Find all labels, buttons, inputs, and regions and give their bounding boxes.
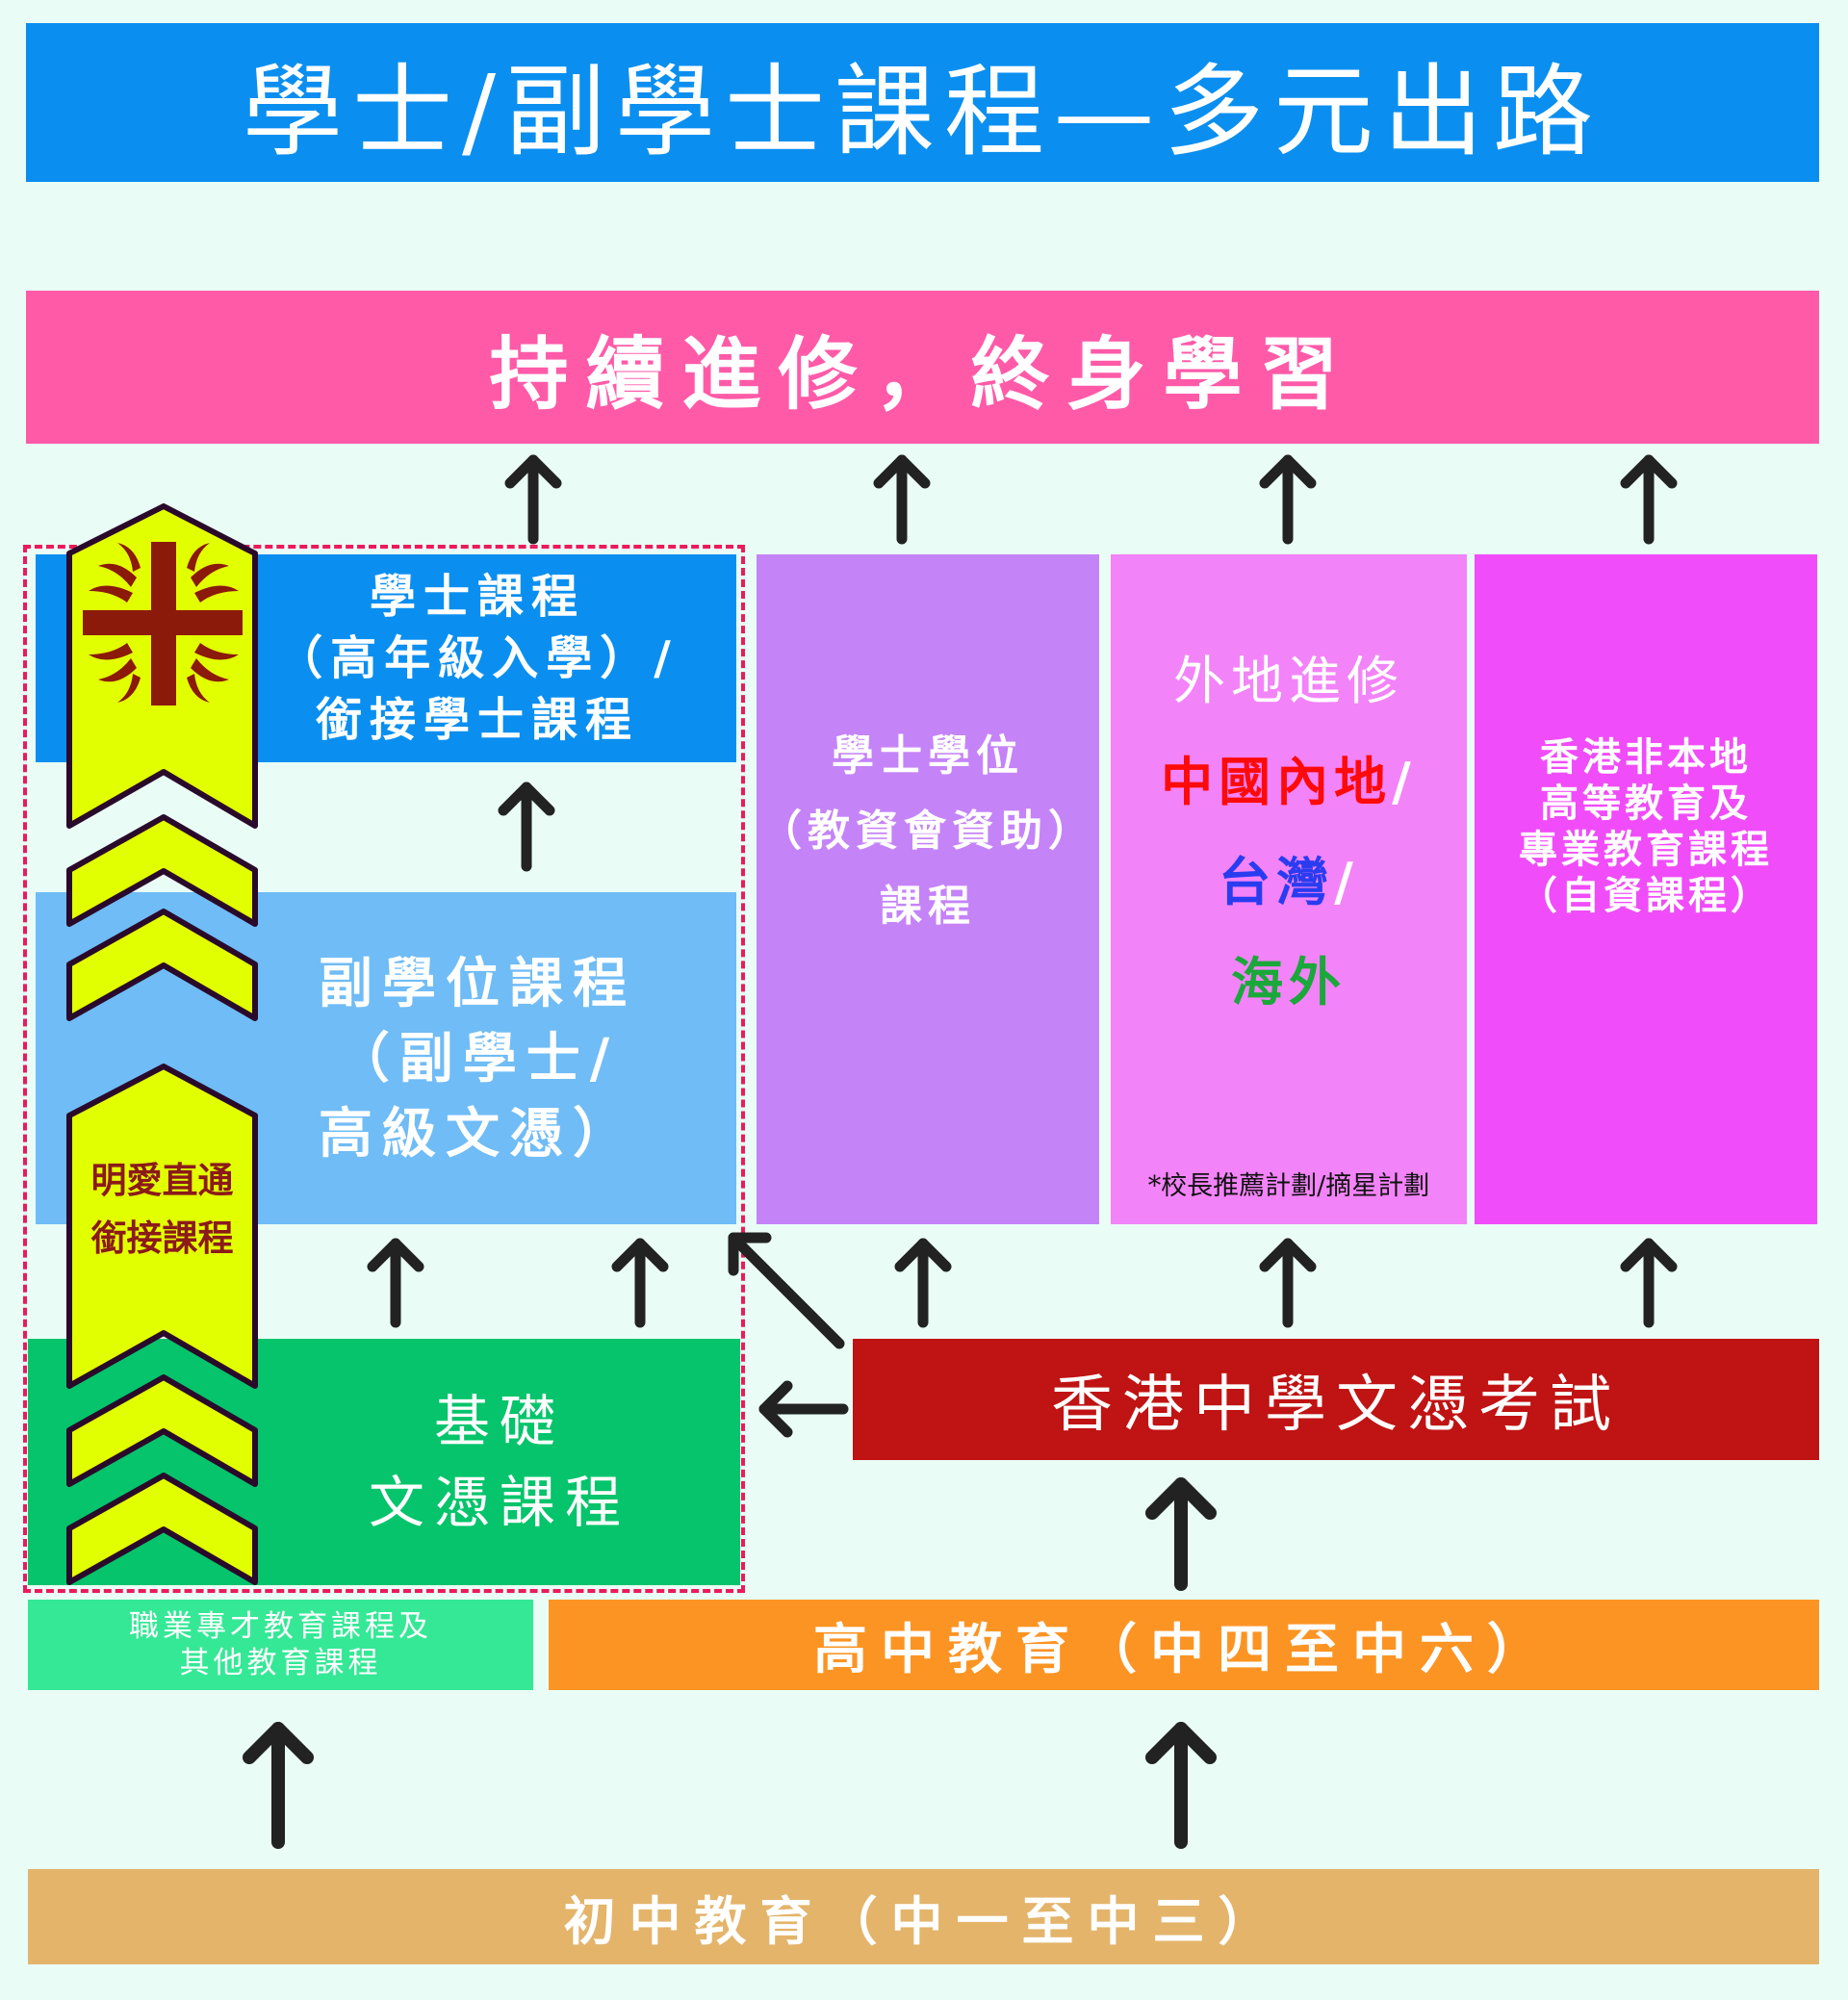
vocational-line: 職業專才教育課程及 [129, 1609, 432, 1644]
arrow-up-icon [1620, 454, 1678, 545]
page-title: 學士/副學士課程—多元出路 [26, 23, 1819, 182]
funded-line: 課程 [880, 882, 976, 931]
arrow-up-icon [894, 1238, 952, 1328]
abroad-label: 海外 [1231, 951, 1347, 1013]
nonlocal-line: 專業教育課程 [1519, 827, 1773, 872]
arrow-up-icon [243, 1722, 314, 1849]
junior-secondary-box: 初中教育（中一至中三） [28, 1869, 1819, 1964]
arrow-up-icon [611, 1238, 669, 1328]
foundation-line: 文憑課程 [368, 1470, 630, 1535]
caritas-pathway-dashed-frame [23, 545, 745, 1593]
study-outside-hk-box: 外地進修 中國內地/ 台灣/ 海外 *校長推薦計劃/摘星計劃 [1111, 554, 1467, 1224]
junior-text: 初中教育（中一至中三） [563, 1890, 1284, 1952]
pathway-arrow-bottom-shape [66, 1064, 258, 1389]
caritas-bridge-label: 明愛直通 [90, 1160, 234, 1201]
nonlocal-line: （自資課程） [1519, 873, 1773, 918]
arrow-diagonal-icon [728, 1232, 845, 1349]
taiwan-label: 台灣 [1219, 851, 1335, 912]
bachelor-line: （高年級入學）/ [276, 631, 679, 685]
funded-line: （教資會資助） [759, 807, 1096, 856]
arrow-up-icon [367, 1238, 424, 1328]
vocational-education-box: 職業專才教育課程及 其他教育課程 [28, 1600, 533, 1690]
senior-text: 高中教育（中四至中六） [813, 1617, 1554, 1681]
arrow-up-icon [1145, 1722, 1217, 1849]
slash: / [1334, 851, 1359, 912]
chevron-icon [66, 1374, 258, 1487]
foundation-diploma-box: 基礎 文憑課程 [28, 1339, 740, 1585]
chevron-icon [66, 814, 258, 927]
arrow-up-icon [1259, 1238, 1317, 1328]
chevron-icon [66, 909, 258, 1021]
caritas-logo-icon [83, 542, 243, 705]
lifelong-learning-banner: 持續進修，終身學習 [26, 291, 1819, 444]
overseas-heading: 外地進修 [1173, 651, 1404, 711]
hkdse-text: 香港中學文憑考試 [1051, 1370, 1621, 1441]
nonlocal-line: 高等教育及 [1540, 781, 1752, 826]
funded-line: 學士學位 [832, 731, 1024, 781]
arrow-up-icon [498, 782, 555, 872]
hkdse-box: 香港中學文憑考試 [853, 1339, 1819, 1460]
slash: / [1392, 751, 1417, 812]
chevron-icon [66, 1473, 258, 1585]
arrow-left-icon [758, 1380, 849, 1438]
non-local-programme-box: 香港非本地 高等教育及 專業教育課程 （自資課程） [1475, 554, 1817, 1224]
lifelong-text: 持續進修，終身學習 [489, 328, 1356, 421]
vocational-line: 其他教育課程 [179, 1646, 382, 1680]
bachelor-line: 銜接學士課程 [315, 693, 639, 747]
subdegree-line: 副學位課程 [319, 951, 636, 1015]
bachelor-line: 學士課程 [369, 570, 585, 624]
title-text: 學士/副學士課程—多元出路 [242, 53, 1604, 170]
arrow-up-icon [504, 454, 562, 545]
subdegree-line: （副學士/ [335, 1026, 620, 1090]
foundation-line: 基礎 [433, 1389, 565, 1454]
mainland-label: 中國內地 [1161, 751, 1393, 812]
arrow-up-icon [873, 454, 931, 545]
arrow-up-icon [1145, 1477, 1217, 1591]
ugc-funded-degree-box: 學士學位 （教資會資助） 課程 [757, 554, 1099, 1224]
nonlocal-line: 香港非本地 [1540, 734, 1752, 780]
scheme-note: *校長推薦計劃/摘星計劃 [1147, 1171, 1430, 1201]
subdegree-line: 高級文憑） [319, 1101, 636, 1166]
caritas-bridge-label: 銜接課程 [90, 1218, 234, 1259]
arrow-up-icon [1259, 454, 1317, 545]
senior-secondary-box: 高中教育（中四至中六） [549, 1600, 1819, 1690]
arrow-up-icon [1620, 1238, 1678, 1328]
